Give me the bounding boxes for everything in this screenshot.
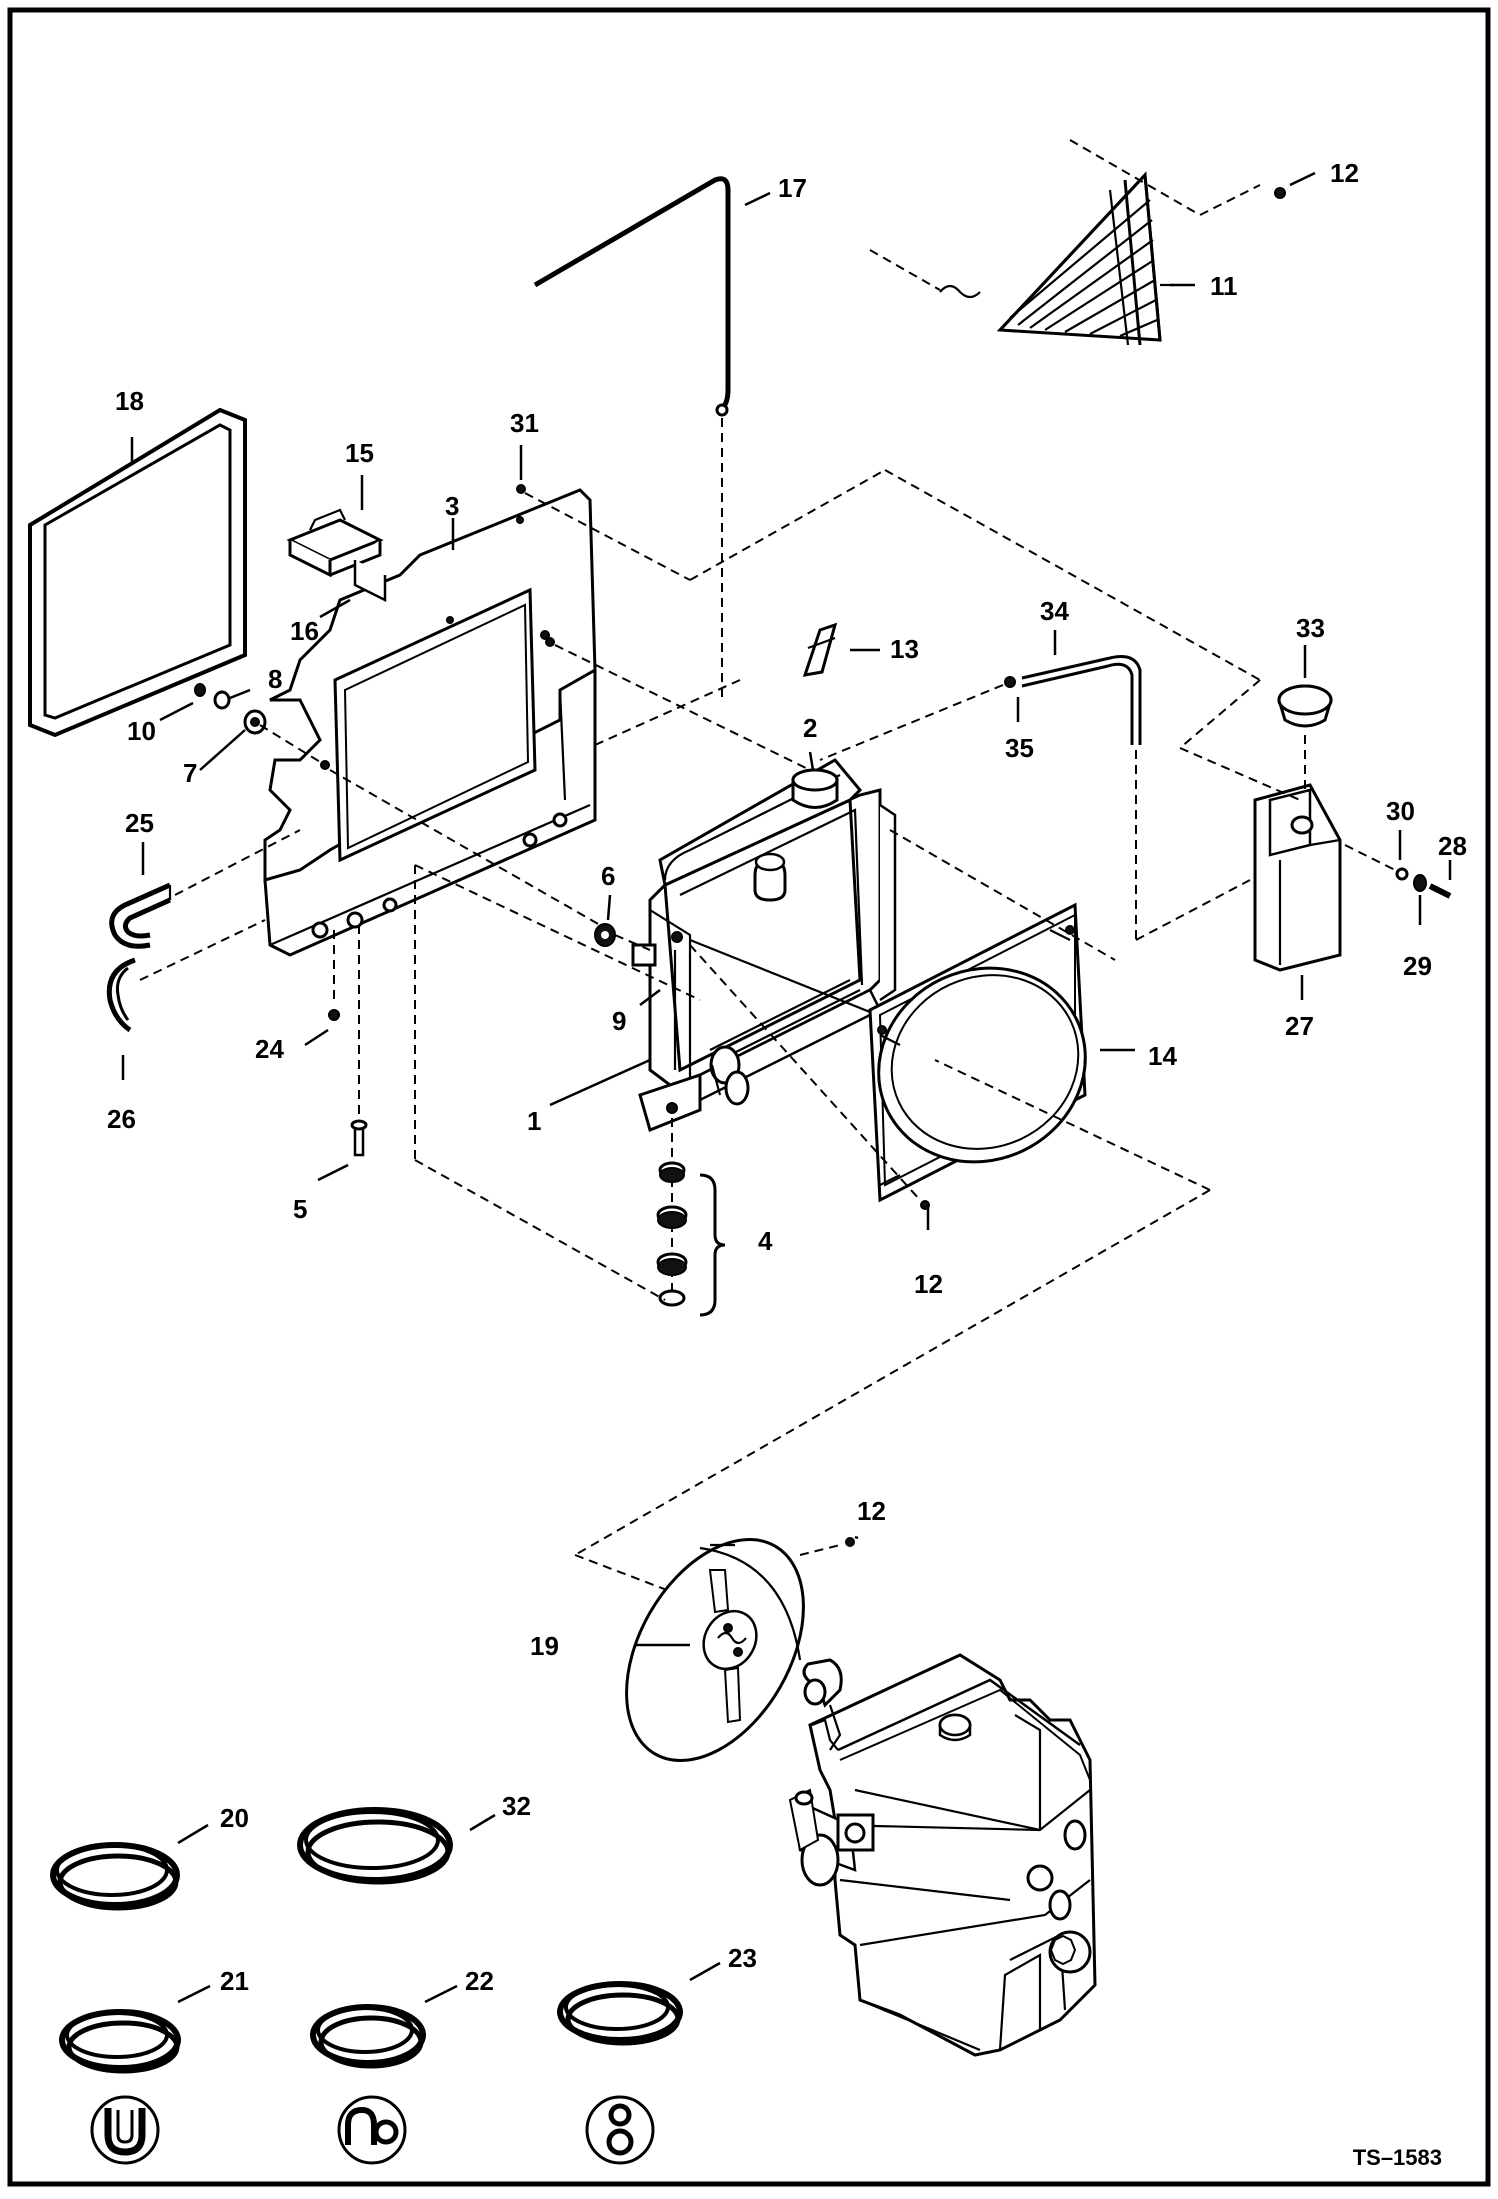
hose-coil-23 [557,1981,683,2046]
callout-26: 26 [107,1104,136,1134]
hardware-6 [594,923,616,947]
callout-2: 2 [803,713,817,743]
callout-25: 25 [125,808,154,838]
callout-9: 9 [612,1006,626,1036]
callout-24: 24 [255,1034,284,1064]
part-fan-19 [625,1538,805,1762]
callout-8: 8 [268,664,282,694]
part-trim-25 [109,829,301,949]
callout-28: 28 [1438,831,1467,861]
callout-12-top: 12 [1330,158,1359,188]
part-frame-18 [28,407,247,738]
hardware-24-5 [328,925,368,1157]
hardware-mount-4 [656,1118,726,1317]
callout-16: 16 [290,616,319,646]
callout-12-fan: 12 [857,1496,886,1526]
callout-23: 23 [728,1943,757,1973]
hose-profile-21 [90,2095,160,2165]
drawing-id: TS–1583 [1353,2145,1442,2170]
part-bracket-15-16 [286,508,387,603]
callout-12-shroud: 12 [914,1269,943,1299]
drawing-border [7,7,1491,2187]
callout-22: 22 [465,1966,494,1996]
hose-coil-21 [59,2009,181,2074]
leader-lines [329,469,1301,1596]
callout-3: 3 [445,491,459,521]
callout-labels: 1 2 3 4 5 6 7 8 9 10 11 12 12 12 13 14 1… [107,158,1467,1996]
callout-34: 32 [502,1791,531,1821]
callout-4: 4 [758,1226,773,1256]
hardware-clamp-13 [802,622,838,677]
callout-7: 7 [183,758,197,788]
callout-31: 31 [510,408,539,438]
part-screen-11 [869,139,1286,346]
part-engine [788,1653,1097,2057]
part-shroud-14 [868,902,1087,1210]
callout-5: 5 [293,1194,307,1224]
callout-32: 33 [1296,613,1325,643]
hose-profile-23 [585,2095,655,2165]
callout-27: 27 [1285,1011,1314,1041]
hose-coil-22 [310,2004,426,2069]
callout-21: 21 [220,1966,249,1996]
callout-18: 18 [115,386,144,416]
hardware-28-29-30 [1344,844,1452,899]
part-hose-17 [533,176,731,700]
hose-coil-34 [297,1807,453,1885]
hose-profile-22 [337,2095,407,2165]
callout-6: 6 [601,861,615,891]
callout-11: 11 [1210,271,1238,301]
callout-33: 34 [1040,596,1069,626]
part-cap-32 [1277,684,1333,790]
hardware-7-8-10 [194,683,326,766]
callout-15: 15 [345,438,374,468]
callout-13: 13 [890,634,919,664]
callout-20: 20 [220,1803,249,1833]
callout-leaders [121,171,1452,2004]
callout-29: 29 [1403,951,1432,981]
callout-35: 35 [1005,733,1034,763]
callout-17: 17 [778,173,807,203]
callout-19: 19 [530,1631,559,1661]
callout-10: 10 [127,716,156,746]
callout-1: 1 [527,1106,541,1136]
part-reservoir-27 [1253,783,1342,972]
part-panel-3 [263,488,597,957]
part-tube-33 [819,655,1251,941]
callout-30: 30 [1386,796,1415,826]
hose-coil-20 [50,1842,180,1911]
callout-14: 14 [1148,1041,1177,1071]
part-radiator-1 [631,758,897,1133]
part-trim-26 [106,919,266,1033]
